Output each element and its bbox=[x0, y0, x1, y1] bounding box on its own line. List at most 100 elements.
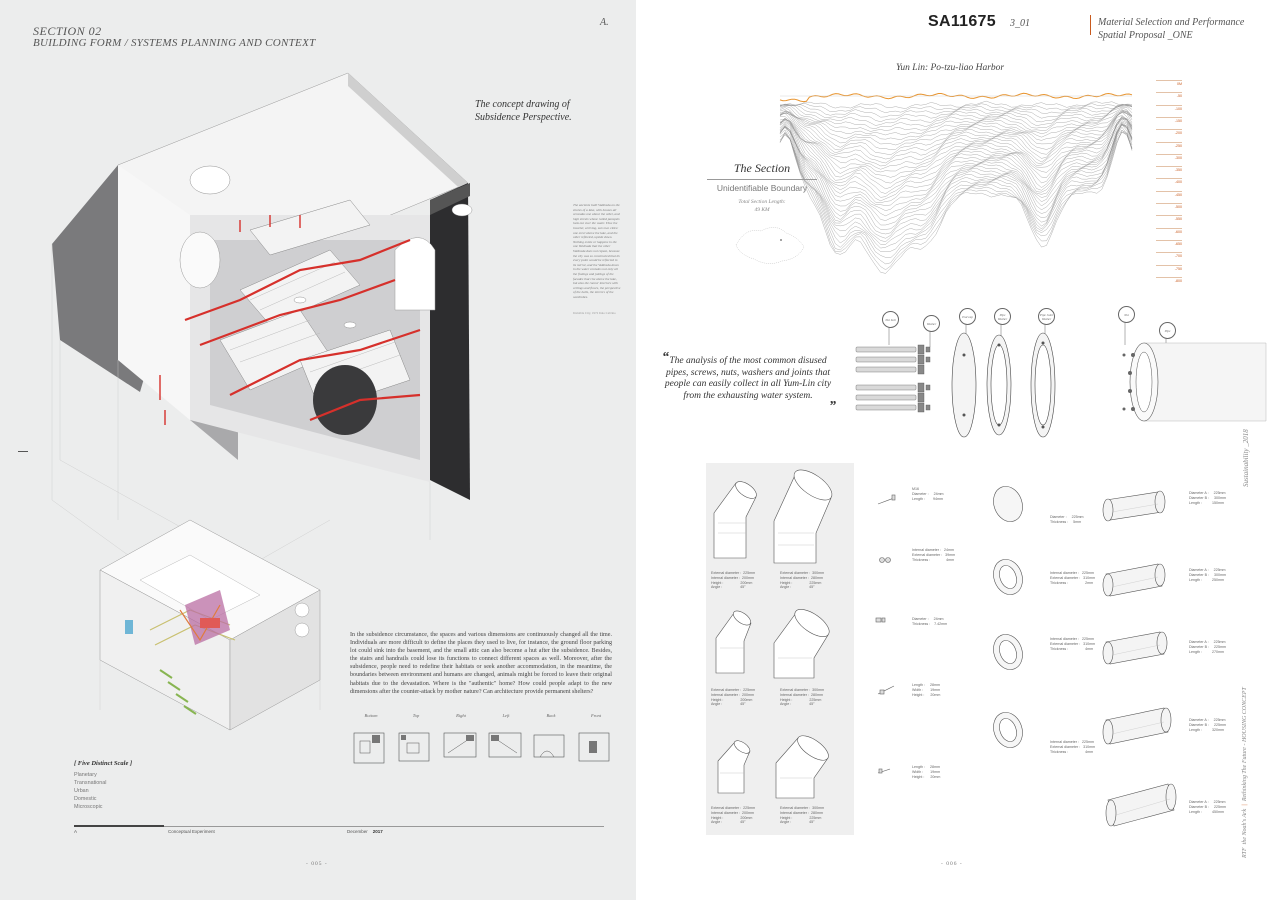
section-profile-line bbox=[779, 110, 1133, 164]
quote-text: The analysis of the most common disused … bbox=[664, 356, 832, 401]
scale-item: Urban bbox=[74, 788, 89, 795]
bolt-spec: Length : 28mm Width : 19mm Height : 20mm bbox=[912, 683, 941, 697]
bolt-spec: Internal diameter : 24mm External diamet… bbox=[912, 548, 956, 562]
header-accent-rule bbox=[1090, 15, 1092, 35]
section-profile-line bbox=[779, 111, 1133, 173]
section-profile-line bbox=[779, 104, 1133, 126]
section-profile-line bbox=[779, 115, 1133, 202]
elbow-spec: External diameter : 225mm Internal diame… bbox=[711, 571, 756, 590]
side-story-credit: Invisible City, 1972 Italo Calvino bbox=[573, 311, 616, 316]
scale-item: Domestic bbox=[74, 796, 97, 803]
building-section-axonometric bbox=[99, 519, 321, 731]
depth-axis-label: -450 bbox=[1156, 190, 1182, 197]
header-title: Material Selection and Performance Spati… bbox=[1098, 16, 1244, 42]
pipe-spec: Diameter A : 225mm Diameter B : 225mm Le… bbox=[1189, 718, 1226, 732]
section-profile-line bbox=[779, 124, 1133, 235]
depth-axis-label: -550 bbox=[1156, 215, 1182, 221]
pipe-spec: Diameter A : 225mm Diameter B : 300mm Le… bbox=[1189, 568, 1226, 582]
footer-center: Conceptual Experiment bbox=[168, 829, 215, 834]
orthographic-views: Bottom Top Right Left Back Front bbox=[352, 713, 616, 777]
left-page: SECTION 02 BUILDING FORM / SYSTEMS PLANN… bbox=[0, 0, 636, 900]
side-story-text: The ancients built Valdrada on the shore… bbox=[573, 203, 621, 316]
section-profile-line bbox=[779, 116, 1133, 203]
depth-axis-label: -750 bbox=[1156, 264, 1182, 271]
elbow-spec: External diameter : 225mm Internal diame… bbox=[711, 688, 756, 707]
pipe-analysis-quote: “ The analysis of the most common disuse… bbox=[662, 351, 836, 413]
depth-axis: 0M-50-100-150-200-250-300-350-400-450-50… bbox=[1156, 80, 1186, 290]
depth-axis-label: -650 bbox=[1156, 239, 1182, 246]
total-length-label: Total Section Length: bbox=[738, 199, 786, 205]
small-parts-drawings bbox=[875, 494, 896, 774]
depth-axis-label: 0M bbox=[1156, 80, 1182, 86]
washer-spec: Internal diameter : 225mm External diame… bbox=[1050, 571, 1096, 585]
section-profile-line bbox=[779, 124, 1133, 249]
view-right: Right bbox=[442, 713, 480, 778]
view-label: Top bbox=[412, 713, 420, 718]
section-profile-line bbox=[779, 115, 1133, 178]
section-subheading: Unidentifiable Boundary bbox=[716, 183, 808, 193]
section-profile-line bbox=[779, 116, 1133, 198]
elbow-spec: External diameter : 300mm Internal diame… bbox=[780, 806, 825, 825]
section-profile-line bbox=[779, 124, 1133, 230]
footer-month: December bbox=[347, 829, 368, 834]
view-drawing bbox=[578, 732, 610, 762]
section-profile-line bbox=[779, 123, 1133, 245]
section-profile-line bbox=[779, 103, 1133, 122]
vertical-footer-concept: Rethinking The Future - HOUSING CONCEPT bbox=[1242, 687, 1248, 802]
elbow-drawings bbox=[713, 469, 833, 799]
section-profile-line bbox=[779, 123, 1133, 226]
footer-rule-accent bbox=[74, 825, 164, 827]
view-drawing bbox=[443, 732, 477, 758]
depth-axis-label: -150 bbox=[1156, 116, 1182, 123]
total-length: Total Section Length: 49 KM bbox=[707, 198, 817, 214]
vertical-footer-ark: the Noah's Ark bbox=[1242, 808, 1248, 845]
elbow-spec: External diameter : 300mm Internal diame… bbox=[780, 688, 825, 707]
section-profile-line bbox=[779, 123, 1133, 242]
scale-item: Planetary bbox=[74, 772, 97, 778]
pipe-drawings bbox=[1102, 490, 1177, 827]
view-front: Front bbox=[577, 713, 615, 778]
section-profile-line bbox=[779, 111, 1133, 160]
pipe-spec: Diameter A : 225mm Diameter B : 225mm Le… bbox=[1189, 800, 1226, 814]
callout-pipe-washer: Pipe Washer bbox=[994, 308, 1011, 325]
scale-item: Transnational bbox=[74, 780, 107, 787]
section-profile-line bbox=[779, 110, 1133, 167]
view-drawing bbox=[398, 732, 430, 762]
header-title-line: Spatial Proposal _ONE bbox=[1098, 30, 1193, 41]
view-label: Right bbox=[456, 713, 466, 718]
washer-drawings bbox=[993, 486, 1023, 748]
footer-date: December 2017 bbox=[347, 829, 383, 834]
callout-end-cap: End cap bbox=[959, 308, 976, 325]
vertical-footer-rtf: RTF bbox=[1242, 847, 1248, 858]
section-chart-title: Yun Lin: Po-tzu-liao Harbor bbox=[896, 63, 1005, 73]
view-label: Back bbox=[546, 713, 556, 718]
callout-nut-bolt: Nut bolt bbox=[882, 311, 899, 328]
depth-axis-label: -300 bbox=[1156, 153, 1182, 160]
view-drawing bbox=[353, 732, 385, 764]
depth-axis-label: -350 bbox=[1156, 166, 1182, 172]
view-label: Front bbox=[590, 713, 602, 718]
callout-washer: Washer bbox=[923, 315, 940, 332]
section-profile-line bbox=[779, 103, 1133, 113]
vertical-footer: RTF the Noah's Ark | Rethinking The Futu… bbox=[1242, 687, 1248, 858]
right-page: SA11675 3_01 Material Selection and Perf… bbox=[636, 0, 1273, 900]
depth-axis-label: -200 bbox=[1156, 129, 1182, 135]
section-profile-line bbox=[779, 126, 1133, 252]
section-profile-line bbox=[779, 106, 1133, 136]
depth-axis-label: -800 bbox=[1156, 276, 1182, 283]
section-profile-line bbox=[779, 107, 1133, 140]
section-profile-line bbox=[779, 129, 1133, 258]
depth-axis-label: -100 bbox=[1156, 104, 1182, 111]
section-profile-line bbox=[779, 117, 1133, 194]
total-length-value: 49 KM bbox=[754, 207, 770, 213]
section-profile-line bbox=[779, 121, 1133, 217]
depth-axis-label: -250 bbox=[1156, 141, 1182, 148]
section-profile-line bbox=[779, 130, 1133, 274]
hardware-assembly-drawing bbox=[855, 323, 1267, 438]
footer-rule bbox=[74, 826, 604, 827]
page-number: - 006 - bbox=[941, 861, 963, 867]
bolt-spec: Length : 28mm Width : 19mm Height : 20mm bbox=[912, 765, 941, 779]
side-story-body: The ancients built Valdrada on the shore… bbox=[573, 203, 621, 299]
section-title: BUILDING FORM / SYSTEMS PLANNING AND CON… bbox=[33, 37, 316, 49]
callout-pipe-joint-washer: Pipe Joint Washer bbox=[1038, 308, 1055, 325]
